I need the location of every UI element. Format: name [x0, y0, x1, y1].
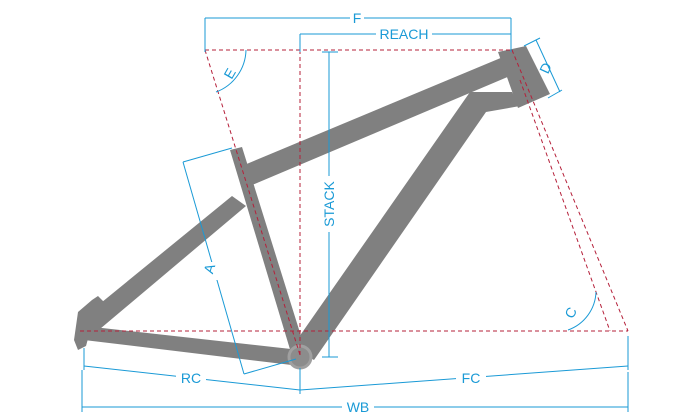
a-top-tick	[182, 147, 233, 163]
down-tube	[292, 92, 520, 360]
top-tube	[237, 57, 510, 188]
steerer-axis-ref	[511, 49, 629, 332]
d-bottom-tick	[547, 89, 563, 99]
bottom-bracket	[287, 344, 313, 370]
label-e: E	[220, 65, 239, 81]
d-dimension-line	[535, 39, 561, 93]
c-angle-arc	[567, 291, 597, 331]
label-rc: RC	[181, 370, 201, 386]
chainstay	[84, 326, 300, 366]
head-tube	[498, 46, 550, 108]
label-f: F	[353, 10, 362, 26]
label-wb: WB	[347, 399, 370, 415]
label-c: C	[561, 304, 580, 320]
d-top-tick	[523, 37, 541, 47]
a-bottom-tick	[243, 358, 297, 375]
bike-frame	[74, 46, 550, 370]
label-reach: REACH	[379, 26, 428, 42]
seatstay	[80, 196, 246, 334]
label-fc: FC	[462, 370, 481, 386]
seat-angle-ref	[204, 49, 301, 356]
dimension-labels: F REACH STACK A D E C RC FC WB	[176, 10, 580, 415]
label-stack: STACK	[321, 181, 337, 227]
dimension-lines	[81, 17, 629, 412]
fork-axis-ref	[519, 79, 611, 332]
e-angle-arc	[215, 49, 247, 93]
reference-lines	[80, 49, 629, 358]
rear-dropout	[74, 296, 104, 350]
